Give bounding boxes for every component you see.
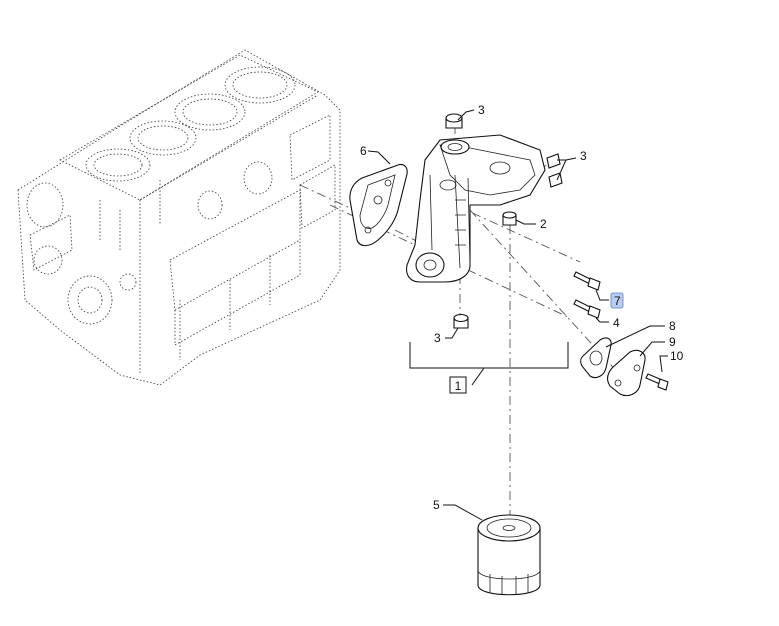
callout-8[interactable]: 8 xyxy=(669,319,676,333)
callout-4[interactable]: 4 xyxy=(613,316,620,330)
plug-top xyxy=(445,113,463,129)
callout-5[interactable]: 5 xyxy=(433,498,440,512)
nipple-part-2 xyxy=(502,211,517,226)
filter-head-assembly xyxy=(406,134,546,283)
gasket-part-8 xyxy=(580,337,612,379)
assembly-bracket xyxy=(409,342,569,369)
callout-1-box xyxy=(449,376,467,394)
cover-plate-part-9 xyxy=(607,349,646,397)
bolt-part-7 xyxy=(573,271,601,291)
plugs-right xyxy=(546,153,563,188)
callout-3-right[interactable]: 3 xyxy=(580,149,587,163)
callout-2[interactable]: 2 xyxy=(540,217,547,231)
callout-9[interactable]: 9 xyxy=(669,335,676,349)
bolt-part-10 xyxy=(645,373,669,391)
callout-6[interactable]: 6 xyxy=(360,144,367,158)
gasket-part-6 xyxy=(349,163,408,247)
oil-filter-part-5 xyxy=(477,514,541,596)
callout-3-top[interactable]: 3 xyxy=(478,103,485,117)
callout-10[interactable]: 10 xyxy=(670,349,684,363)
bolt-part-4 xyxy=(573,299,601,319)
callout-7-highlight xyxy=(610,292,624,309)
bracket-leader xyxy=(471,367,485,386)
plug-bottom xyxy=(453,313,469,329)
callout-7[interactable]: 7 xyxy=(614,294,621,308)
callout-3-bottom[interactable]: 3 xyxy=(434,331,441,345)
leader-lines xyxy=(367,109,668,521)
engine-block xyxy=(17,49,341,386)
callout-1[interactable]: 1 xyxy=(455,379,462,393)
